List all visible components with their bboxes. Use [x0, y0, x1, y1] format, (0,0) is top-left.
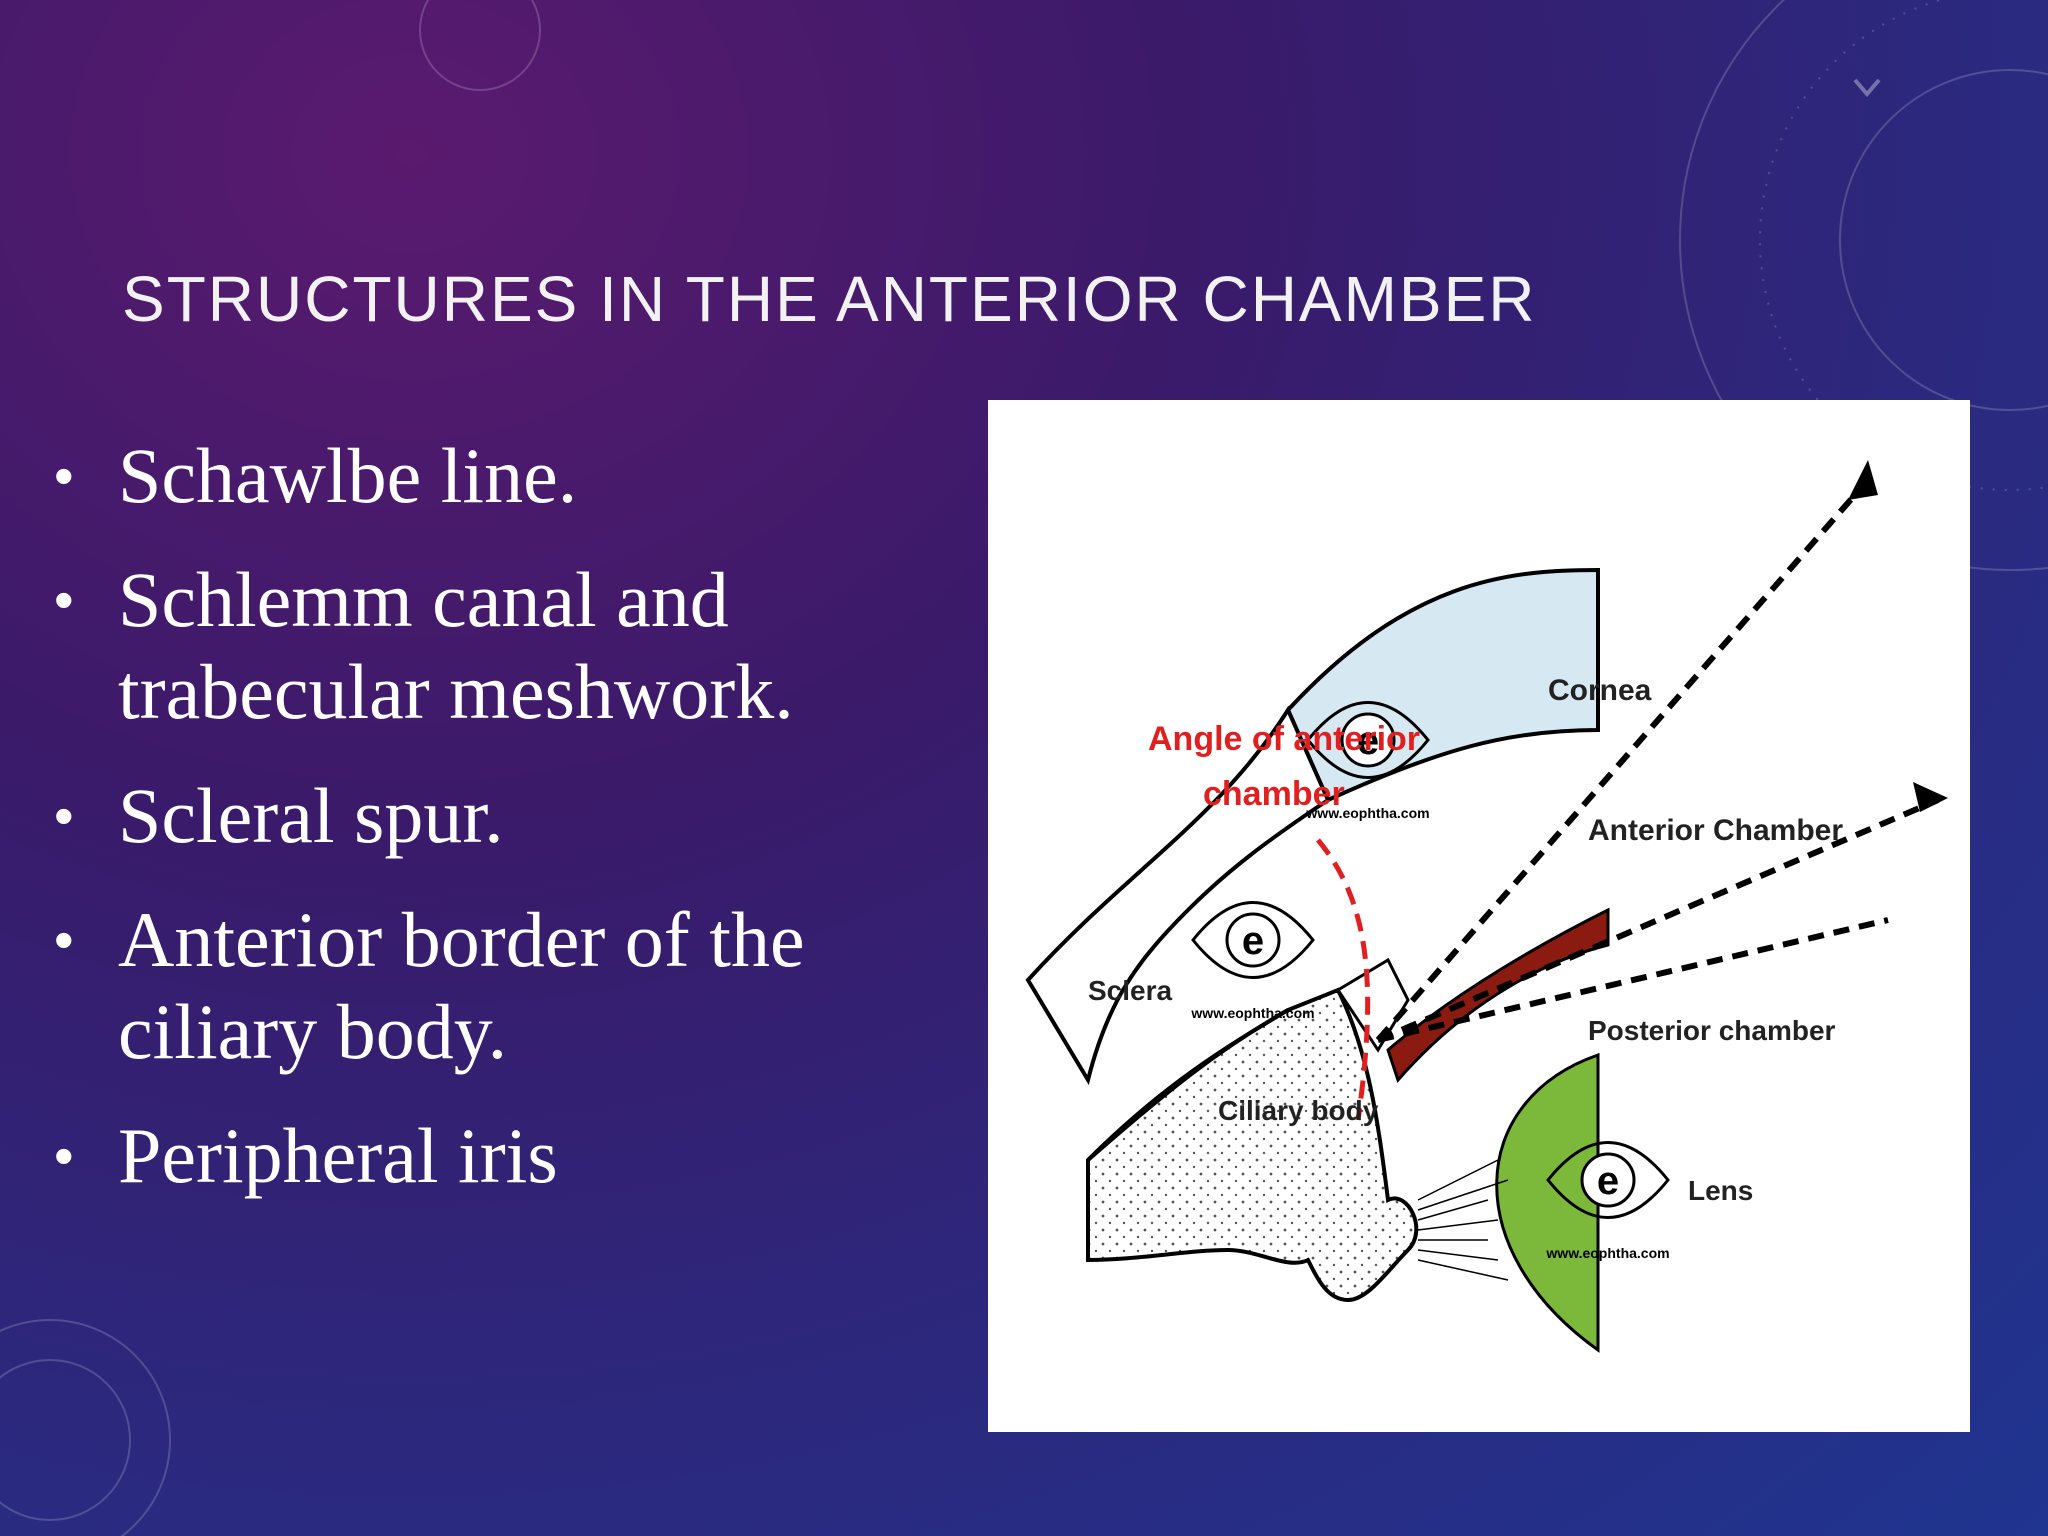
- anterior-chamber-diagram: e www.eophtha.com e www.eophtha.com e ww…: [988, 400, 1970, 1432]
- sclera-label: Sclera: [1088, 975, 1172, 1006]
- bullet-text: Peripheral iris: [118, 1112, 558, 1199]
- diagram-svg: e www.eophtha.com e www.eophtha.com e ww…: [1025, 460, 1948, 1353]
- watermark-text: www.eophtha.com: [1305, 805, 1429, 821]
- bullet-text: Schawlbe line.: [118, 432, 578, 519]
- bullet-item: • Peripheral iris: [50, 1110, 950, 1202]
- bullet-item: • Anterior border of the ciliary body.: [50, 894, 950, 1078]
- iris-label: Iris: [1508, 915, 1550, 946]
- cornea-label: Cornea: [1548, 674, 1652, 707]
- lens-shape: [1495, 1052, 1600, 1353]
- bullet-dot: •: [54, 1124, 74, 1187]
- bullet-dot: •: [54, 444, 74, 507]
- angle-label-line1: Angle of anterior: [1148, 720, 1420, 758]
- bullet-text: Schlemm canal and trabecular meshwork.: [118, 556, 794, 735]
- sclera-shape: [1025, 705, 1331, 1086]
- arrow-heads: [1848, 460, 1948, 812]
- bullet-list: • Schawlbe line. • Schlemm canal and trabe…: [50, 430, 950, 1234]
- eophtha-logo: e www.eophtha.com: [1545, 1141, 1670, 1261]
- lens-label: Lens: [1688, 1175, 1753, 1206]
- angle-arc: [1316, 838, 1371, 1121]
- zonule-fibers: [1417, 1159, 1509, 1281]
- angle-label-line2: chamber: [1203, 775, 1345, 813]
- anterior-chamber-label: Anterior Chamber: [1588, 814, 1843, 847]
- watermark-text: www.eophtha.com: [1545, 1245, 1669, 1261]
- slide-title: STRUCTURES IN THE ANTERIOR CHAMBER: [122, 263, 1537, 335]
- logo-letter: e: [1242, 919, 1264, 963]
- sclera-line: [1086, 1008, 1289, 1162]
- eophtha-logo: e www.eophtha.com: [1305, 701, 1430, 821]
- eophtha-logo: e www.eophtha.com: [1190, 901, 1315, 1021]
- logo-letter: e: [1597, 1159, 1619, 1203]
- bullet-text: Scleral spur.: [118, 772, 504, 859]
- bullet-item: • Schawlbe line.: [50, 430, 950, 522]
- bullet-dot: •: [54, 908, 74, 971]
- bullet-item: • Schlemm canal and trabecular meshwork.: [50, 554, 950, 738]
- watermark-text: www.eophtha.com: [1190, 1005, 1314, 1021]
- dashed-arrows: [1375, 478, 1940, 1043]
- ciliary-body-label: Ciliary body: [1218, 1095, 1379, 1126]
- bullet-dot: •: [54, 568, 74, 631]
- bullet-item: • Scleral spur.: [50, 770, 950, 862]
- logo-letter: e: [1357, 719, 1379, 763]
- bullet-dot: •: [54, 784, 74, 847]
- bullet-text: Anterior border of the ciliary body.: [118, 896, 805, 1075]
- posterior-chamber-label: Posterior chamber: [1588, 1015, 1836, 1046]
